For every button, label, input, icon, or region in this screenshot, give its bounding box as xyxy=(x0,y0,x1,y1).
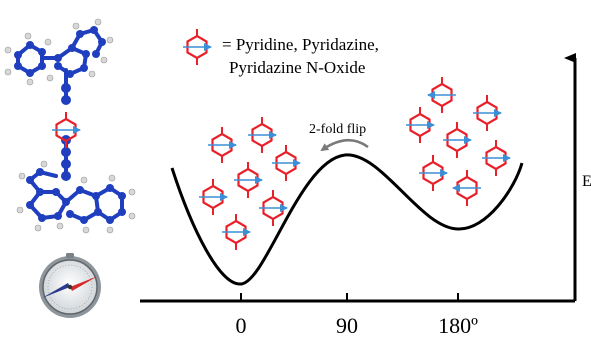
legend-line-2: Pyridazine N-Oxide xyxy=(229,58,365,77)
right-well-rotors xyxy=(406,77,510,206)
flip-arrow xyxy=(320,139,369,152)
flip-label: 2-fold flip xyxy=(309,122,366,137)
compass-icon xyxy=(39,253,101,318)
energy-curve xyxy=(170,153,524,286)
y-axis-label: E xyxy=(582,173,591,190)
rotor-ring-icon xyxy=(183,29,211,65)
x-tick-label-90: 90 xyxy=(336,313,358,338)
x-tick-label-0: 0 xyxy=(236,313,247,338)
x-tick-label-180: 180º xyxy=(438,313,478,338)
molecule-structure-icon xyxy=(4,18,136,234)
left-well-rotors xyxy=(199,117,300,250)
legend-line-1: = Pyridine, Pyridazine, xyxy=(222,35,379,54)
